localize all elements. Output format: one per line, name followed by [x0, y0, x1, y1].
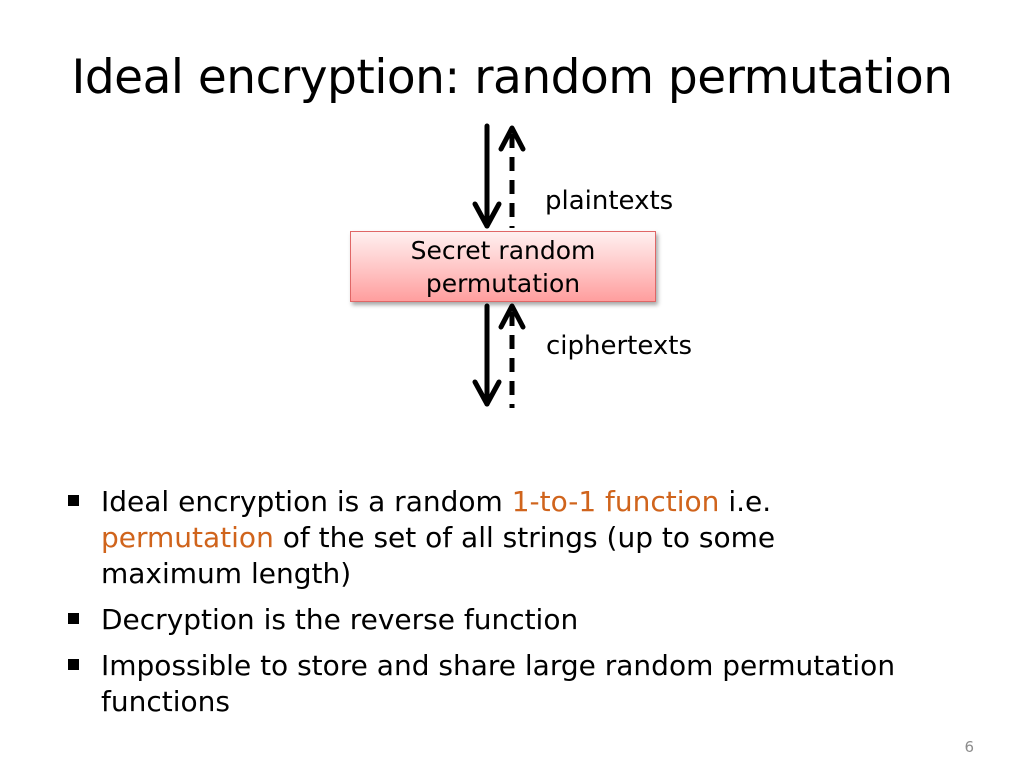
square-bullet-icon	[68, 613, 79, 624]
highlighted-term: 1-to-1 function	[511, 485, 720, 518]
bullet-list: Ideal encryption is a random 1-to-1 func…	[64, 484, 904, 730]
bullet-text: i.e.	[719, 485, 772, 518]
bullet-text: of the set of all strings (up to some ma…	[101, 521, 776, 590]
box-label-line1: Secret random	[410, 236, 596, 265]
bullet-text: Ideal encryption is a random	[101, 485, 512, 518]
plaintexts-label: plaintexts	[545, 186, 674, 216]
bullet-item: Impossible to store and share large rand…	[64, 648, 904, 720]
square-bullet-icon	[68, 659, 79, 670]
bullet-text: Impossible to store and share large rand…	[101, 649, 896, 718]
box-label-line2: permutation	[425, 269, 581, 298]
square-bullet-icon	[68, 495, 79, 506]
ciphertexts-label: ciphertexts	[546, 331, 693, 361]
bullet-text: Decryption is the reverse function	[101, 603, 579, 636]
bullet-item: Ideal encryption is a random 1-to-1 func…	[64, 484, 904, 592]
up-arrow-icon	[498, 125, 526, 228]
page-number: 6	[964, 738, 974, 756]
secret-permutation-box: Secret random permutation	[350, 231, 656, 302]
slide-title: Ideal encryption: random permutation	[71, 50, 953, 105]
bullet-item: Decryption is the reverse function	[64, 602, 904, 638]
highlighted-term: permutation	[101, 521, 274, 554]
down-arrow-icon	[472, 303, 502, 407]
up-arrow-icon	[498, 303, 526, 408]
down-arrow-icon	[472, 123, 502, 229]
